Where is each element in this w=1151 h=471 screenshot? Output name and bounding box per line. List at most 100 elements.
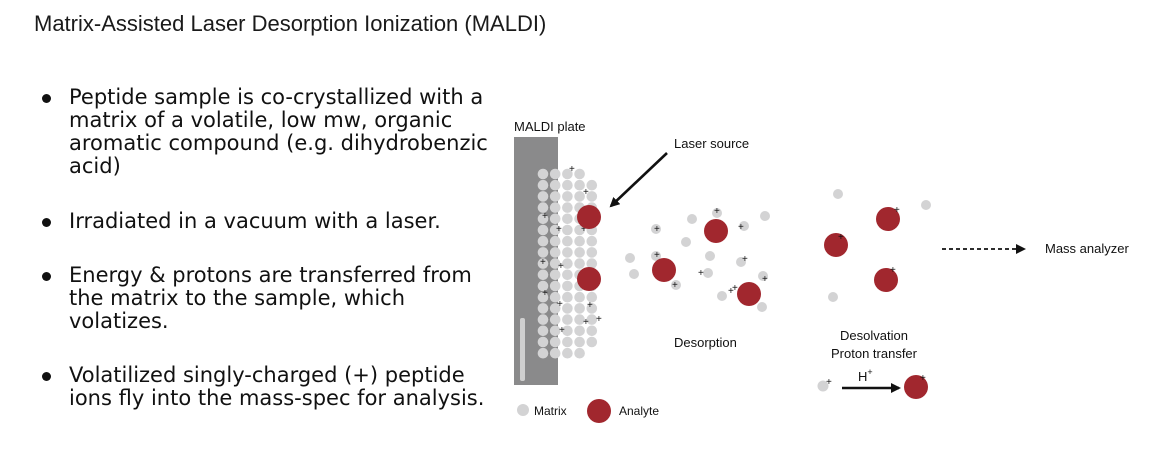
matrix-crystal: [586, 235, 598, 247]
matrix-crystal: [586, 291, 598, 303]
matrix-crystal: [537, 347, 549, 359]
bullet-list: Peptide sample is co-crystallized with a…: [38, 86, 498, 410]
desorbed-matrix: [760, 211, 770, 221]
crystal-charge: +: [583, 317, 589, 328]
matrix-crystal: [549, 168, 561, 180]
crystal-charge: +: [542, 211, 548, 222]
matrix-crystal: [586, 247, 598, 258]
crystal-charge: +: [542, 288, 548, 299]
desorbed-matrix: [717, 291, 727, 301]
desorbed-matrix: [625, 253, 635, 263]
matrix-crystal: [537, 202, 549, 213]
matrix-crystal: [562, 213, 573, 225]
desorbed-matrix: [705, 251, 715, 261]
matrix-crystal: [562, 202, 573, 213]
matrix-crystal: [549, 224, 561, 236]
matrix-crystal: [549, 213, 561, 225]
desorbed-analyte: [704, 219, 728, 243]
desorbed-matrix: [739, 221, 749, 231]
legend-matrix-label: Matrix: [534, 404, 567, 418]
matrix-crystal: [574, 247, 585, 258]
plate-label: MALDI plate: [514, 119, 586, 134]
desorbed-matrix: [687, 214, 697, 224]
desorbed-matrix: [651, 251, 661, 261]
matrix-crystal: [562, 179, 573, 191]
desorbed-matrix: [736, 257, 746, 267]
matrix-crystal: [562, 235, 573, 247]
desorbed-matrix: [712, 208, 722, 218]
proton-donor-matrix: [817, 380, 829, 392]
matrix-crystal: [537, 280, 549, 292]
desorbed-analyte: [737, 282, 761, 306]
plate-highlight: [520, 318, 525, 381]
matrix-crystal: [586, 303, 598, 314]
matrix-crystal: [574, 179, 585, 191]
matrix-crystal: [549, 258, 561, 269]
proton-transfer-label: Proton transfer: [831, 346, 918, 361]
crystal-charge: +: [559, 325, 565, 336]
desorbed-matrix: [757, 302, 767, 312]
desorbed-analyte: [874, 268, 898, 292]
crystal-charge: +: [556, 224, 562, 235]
ion-charge: +: [714, 206, 720, 217]
matrix-crystal: [586, 258, 598, 269]
matrix-crystal: [549, 202, 561, 213]
matrix-crystal: [574, 235, 585, 247]
ion-charge: +: [698, 268, 704, 279]
matrix-crystal: [549, 235, 561, 247]
matrix-crystal: [537, 258, 549, 269]
matrix-crystal: [537, 269, 549, 281]
ion-charge: +: [838, 232, 844, 243]
bullet-ions-fly: Volatilized singly-charged (+) peptide i…: [38, 364, 498, 410]
desorbed-analyte: [876, 207, 900, 231]
proton-donor-charge: +: [826, 377, 832, 388]
matrix-crystal: [574, 291, 585, 303]
matrix-crystal: [562, 303, 573, 314]
matrix-crystal: [549, 336, 561, 348]
crystal-charge: +: [581, 224, 587, 235]
laser-label: Laser source: [674, 136, 749, 151]
matrix-crystal: [537, 168, 549, 180]
desorbed-matrix: [681, 237, 691, 247]
matrix-crystal: [586, 336, 598, 348]
desorbed-matrix: [833, 189, 843, 199]
desorbed-matrix: [671, 280, 681, 290]
ion-charge: +: [762, 274, 768, 285]
ion-charge: +: [732, 283, 738, 294]
matrix-crystal: [574, 336, 585, 348]
matrix-crystal: [549, 325, 561, 337]
matrix-crystal: [574, 258, 585, 269]
matrix-crystal: [549, 269, 561, 281]
desolvation-label: Desolvation: [840, 328, 908, 343]
desorbed-matrix: [828, 292, 838, 302]
proton-receiver-charge: +: [920, 373, 926, 384]
matrix-crystal: [574, 347, 585, 359]
ion-charge: +: [738, 222, 744, 233]
desorbed-particles: +++++++++++++: [625, 189, 931, 312]
ion-charge: +: [890, 265, 896, 276]
matrix-crystal: [574, 314, 585, 325]
matrix-crystal: [549, 247, 561, 258]
proton-letter: H: [858, 369, 867, 384]
matrix-crystal: [537, 314, 549, 325]
matrix-crystal: [537, 179, 549, 191]
mass-analyzer-label: Mass analyzer: [1045, 241, 1129, 256]
matrix-crystal: [586, 314, 598, 325]
bullet-co-crystallized: Peptide sample is co-crystallized with a…: [38, 86, 498, 178]
matrix-crystal: [549, 280, 561, 292]
matrix-crystal: [574, 325, 585, 337]
matrix-crystal: [562, 336, 573, 348]
desorbed-matrix: [651, 224, 661, 234]
crystal-charge: +: [587, 300, 593, 311]
desorbed-matrix: [758, 271, 768, 281]
matrix-crystal: [562, 247, 573, 258]
matrix-crystal: [586, 191, 598, 202]
matrix-crystal: [562, 168, 573, 180]
laser-arrow: [609, 152, 668, 208]
matrix-crystal: [537, 213, 549, 225]
matrix-crystal: [549, 179, 561, 191]
slide-title: Matrix-Assisted Laser Desorption Ionizat…: [34, 11, 547, 36]
matrix-crystal: [562, 191, 573, 202]
matrix-crystal: [549, 347, 561, 359]
